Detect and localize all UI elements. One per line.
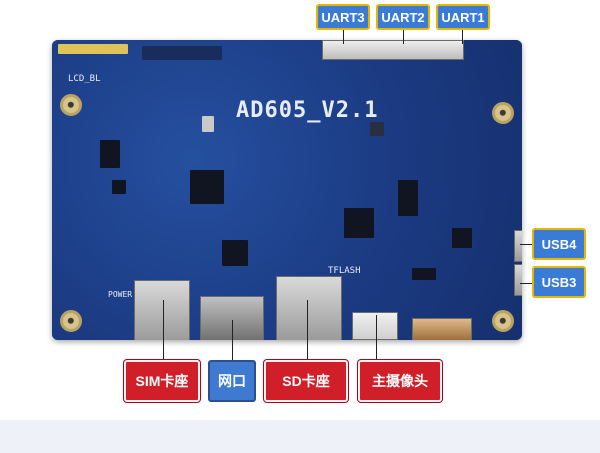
mounting-hole-bottom-left bbox=[60, 310, 82, 332]
ic-chip-9 bbox=[112, 180, 126, 194]
ic-chip-7 bbox=[370, 122, 384, 136]
callout-uart2: UART2 bbox=[376, 4, 430, 30]
camera-connector bbox=[352, 312, 398, 340]
pointer-usb4 bbox=[520, 244, 532, 245]
footer-band bbox=[0, 420, 600, 453]
ic-chip-5 bbox=[452, 228, 472, 248]
callout-uart1: UART1 bbox=[436, 4, 490, 30]
ic-chip-2 bbox=[344, 208, 374, 238]
sim-card-slot bbox=[134, 280, 190, 340]
silk-tflash-label: TFLASH bbox=[328, 266, 361, 276]
pointer-camera bbox=[376, 315, 377, 360]
uart-header-block bbox=[322, 40, 464, 60]
usb4-port bbox=[514, 230, 522, 262]
ic-chip-1 bbox=[190, 170, 224, 204]
usb3-port bbox=[514, 264, 522, 296]
callout-sim-slot: SIM卡座 bbox=[124, 360, 200, 402]
callout-uart3: UART3 bbox=[316, 4, 370, 30]
pointer-lan bbox=[232, 320, 233, 360]
silk-lcd-label: LCD_BL bbox=[68, 74, 101, 84]
pointer-sd bbox=[307, 300, 308, 360]
ic-chip-4 bbox=[222, 240, 248, 266]
silk-power-label: POWER bbox=[108, 290, 133, 299]
sd-card-slot bbox=[276, 276, 342, 340]
mounting-hole-top-right bbox=[492, 102, 514, 124]
pcb-board: AD605_V2.1 LCD_BL TFLASH POWER bbox=[52, 40, 522, 340]
hdmi-connector bbox=[412, 318, 472, 340]
ic-chip-8 bbox=[202, 116, 214, 132]
ic-chip-10 bbox=[412, 268, 436, 280]
callout-usb4: USB4 bbox=[532, 228, 586, 260]
callout-usb3: USB3 bbox=[532, 266, 586, 298]
pointer-usb3 bbox=[520, 283, 532, 284]
pointer-uart1 bbox=[462, 28, 463, 44]
header-connector-top bbox=[142, 46, 222, 60]
board-model-label: AD605_V2.1 bbox=[236, 98, 379, 123]
pointer-uart2 bbox=[403, 28, 404, 44]
header-connector-left bbox=[58, 44, 128, 54]
ic-chip-3 bbox=[398, 180, 418, 216]
callout-sd-slot: SD卡座 bbox=[264, 360, 348, 402]
callout-lan-port: 网口 bbox=[208, 360, 256, 402]
mounting-hole-bottom-right bbox=[492, 310, 514, 332]
mounting-hole-top-left bbox=[60, 94, 82, 116]
pointer-sim bbox=[163, 300, 164, 360]
ic-chip-6 bbox=[100, 140, 120, 168]
pointer-uart3 bbox=[343, 28, 344, 44]
callout-main-camera: 主摄像头 bbox=[358, 360, 442, 402]
